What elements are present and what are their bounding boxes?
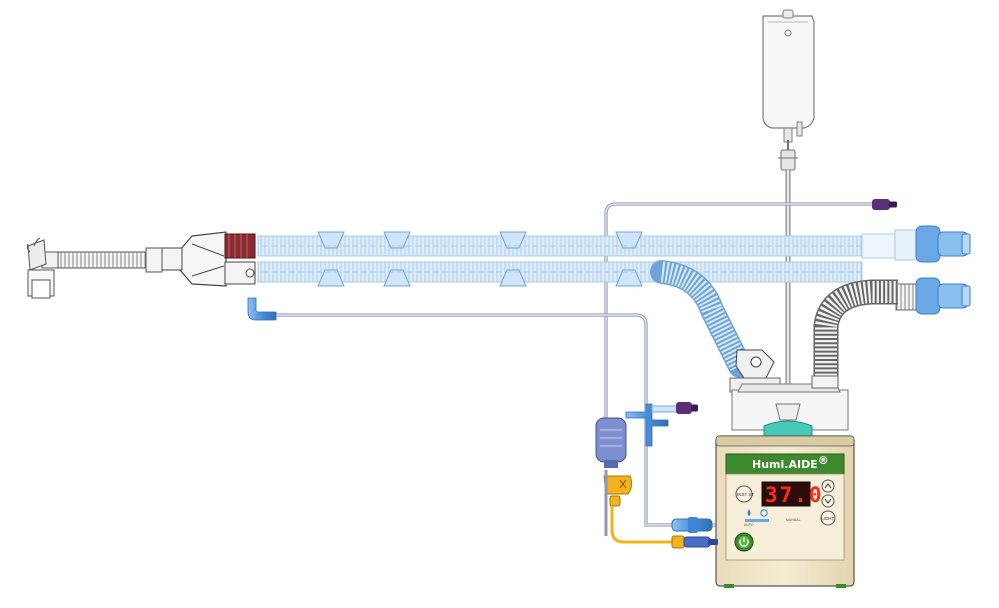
expiratory-connector: [895, 277, 971, 315]
brand-name: Humi.AIDE®: [752, 454, 829, 471]
patient-wye: [159, 231, 256, 287]
elbow-connector: [26, 237, 59, 299]
water-drop-icon: [747, 509, 751, 516]
humidification-chamber: [731, 375, 849, 437]
flexible-hose-to-chamber: [650, 260, 752, 378]
purple-plug-top: [872, 199, 897, 210]
inst-st-button[interactable]: INST ST: [735, 485, 754, 503]
power-button[interactable]: [734, 532, 754, 552]
humidifier-unit: Humi.AIDE® 37.0 INST ST LIGHT AUTO MANUA…: [715, 435, 855, 588]
blue-luer-connector: [671, 517, 713, 533]
sample-port-connector: [247, 297, 277, 321]
svg-text:INST ST: INST ST: [737, 492, 754, 497]
spike-connector: [778, 140, 798, 171]
down-arrow-button[interactable]: [821, 494, 835, 508]
svg-text:LIGHT: LIGHT: [821, 516, 835, 521]
purple-plug-mid: [676, 402, 698, 414]
status-icons: AUTO MANUAL: [744, 509, 801, 527]
power-icon: [739, 539, 749, 547]
temperature-probe-line: [604, 202, 874, 420]
yellow-luer-connector: [671, 535, 718, 549]
up-arrow-button[interactable]: [821, 479, 835, 493]
yellow-clamp: [603, 475, 633, 507]
svg-text:AUTO: AUTO: [744, 523, 754, 527]
gray-hose-to-chamber: [813, 279, 898, 380]
dry-gas-connector: [861, 225, 971, 263]
tee-connector: [625, 403, 679, 447]
temperature-readout: 37.0: [765, 483, 824, 507]
patient-flex-tube: [55, 247, 163, 273]
water-bag: [762, 9, 815, 143]
svg-text:MANUAL: MANUAL: [786, 518, 801, 522]
pressure-line: [275, 313, 716, 527]
heater-icon: [760, 509, 768, 517]
pressure-sensor-pod: [595, 417, 627, 468]
light-button[interactable]: LIGHT: [820, 510, 836, 526]
temperature-display: [761, 481, 811, 507]
yellow-line: [604, 470, 672, 544]
tube-clips: [317, 231, 643, 287]
